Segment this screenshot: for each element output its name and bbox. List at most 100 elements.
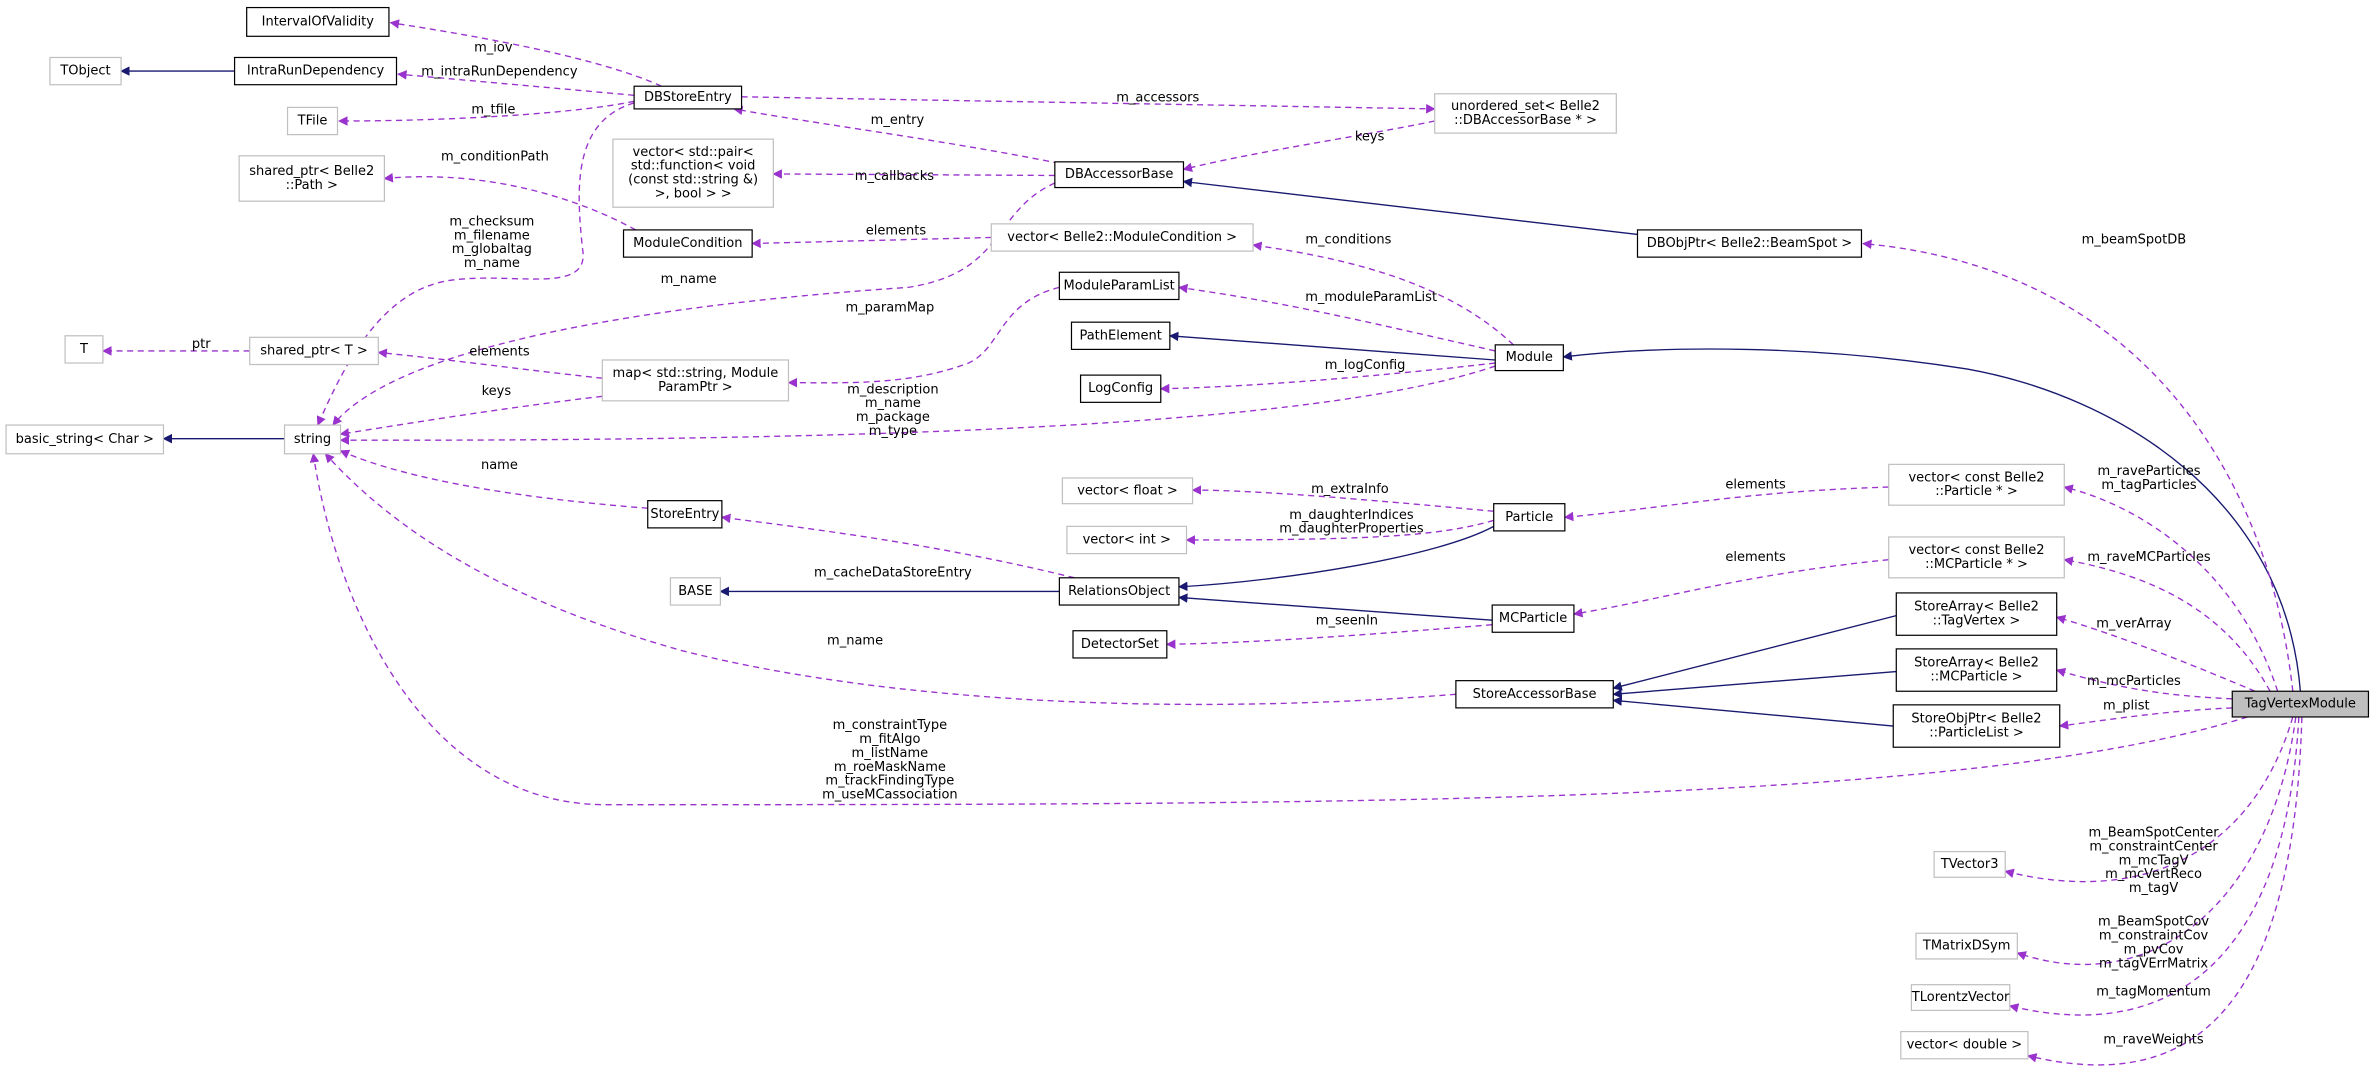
class-node-box <box>1054 161 1185 189</box>
edge-label: m_constraintCov <box>2099 929 2209 944</box>
edge-label: m_logConfig <box>1325 358 1406 373</box>
class-node-label: TFile <box>297 114 328 129</box>
usage-edge-Module-to-String <box>339 365 1496 445</box>
class-node-TObject: TObject <box>49 56 122 86</box>
class-node-TagVertexModule[interactable]: TagVertexModule <box>2231 690 2370 718</box>
usage-edge-DBStoreEntry-to-IntraRunDependency <box>397 70 635 96</box>
class-node-StoreObjPtrParticleList[interactable]: StoreObjPtr< Belle2::ParticleList > <box>1892 704 2061 748</box>
class-node-DBAccessorBase[interactable]: DBAccessorBase <box>1054 161 1185 189</box>
edge-label: ptr <box>192 337 211 352</box>
inheritance-edge-Particle-to-RelationsObject <box>1177 525 1495 592</box>
class-node-IntervalOfValidity[interactable]: IntervalOfValidity <box>246 6 390 37</box>
class-node-label: ModuleParamList <box>1064 278 1175 293</box>
class-node-label: ::MCParticle * > <box>1925 557 2028 572</box>
class-node-box <box>1910 984 2011 1012</box>
class-node-box <box>1915 932 2018 960</box>
class-node-StoreAccessorBase[interactable]: StoreAccessorBase <box>1455 680 1614 709</box>
class-node-label: Particle <box>1505 510 1553 525</box>
class-node-label: ::Path > <box>286 178 338 193</box>
class-node-label: string <box>294 432 331 447</box>
class-node-box <box>286 106 339 136</box>
usage-edge-Particle-to-VectorInt <box>1185 519 1494 545</box>
usage-edge-MCParticle-to-DetectorSet <box>1165 624 1493 649</box>
usage-edge-DBStoreEntry-to-UnorderedSet <box>741 96 1436 114</box>
class-node-label: LogConfig <box>1088 381 1153 396</box>
class-node-box <box>5 424 165 455</box>
edge-label: m_pvCov <box>2124 943 2184 958</box>
class-node-Module[interactable]: Module <box>1494 344 1564 372</box>
edge-label: m_BeamSpotCov <box>2098 915 2209 930</box>
edge-label: m_constraintType <box>833 718 948 733</box>
usage-edge-StoreAccessorBase-to-String <box>324 453 1456 706</box>
edge-label: name <box>481 458 518 473</box>
class-node-label: shared_ptr< Belle2 <box>249 164 374 179</box>
inheritance-edge-StoreArrayMCParticle-to-StoreAccessorBase <box>1612 670 1897 699</box>
usage-edge-TagVertexModule-to-TVector3 <box>2004 716 2294 883</box>
class-node-label: StoreAccessorBase <box>1473 687 1597 702</box>
class-node-ModuleCondition[interactable]: ModuleCondition <box>622 229 753 258</box>
class-node-VectorDouble: vector< double > <box>1900 1030 2029 1060</box>
usage-edge-VectorConstParticle-to-Particle <box>1563 486 1889 522</box>
class-node-box <box>1895 592 2058 636</box>
class-node-box <box>1888 463 2065 506</box>
class-node-DetectorSet[interactable]: DetectorSet <box>1072 630 1168 659</box>
usage-edge-MapModuleParam-to-SharedPtrT <box>377 348 603 379</box>
usage-edge-TagVertexModule-to-TMatrixDSym <box>2016 716 2297 966</box>
class-node-StoreArrayMCParticle[interactable]: StoreArray< Belle2::MCParticle > <box>1895 648 2058 692</box>
class-node-box <box>647 500 723 529</box>
class-node-label: (const std::string &) <box>628 173 758 188</box>
class-node-VectorFloat: vector< float > <box>1061 477 1194 505</box>
class-node-label: DBObjPtr< Belle2::BeamSpot > <box>1647 236 1852 251</box>
class-node-PathElement[interactable]: PathElement <box>1070 321 1171 351</box>
class-node-T: T <box>64 335 104 364</box>
edge-label: elements <box>866 223 927 238</box>
class-node-IntraRunDependency[interactable]: IntraRunDependency <box>233 56 398 86</box>
class-node-TLorentzVector: TLorentzVector <box>1910 984 2011 1012</box>
class-node-label: MCParticle <box>1499 611 1567 626</box>
usage-edge-TagVertexModule-to-TLorentzVector <box>2008 716 2300 1016</box>
class-node-String: string <box>283 424 342 455</box>
class-node-box <box>2231 690 2370 718</box>
class-node-box <box>1636 229 1863 258</box>
class-node-Particle[interactable]: Particle <box>1493 503 1566 532</box>
class-node-TVector3: TVector3 <box>1933 850 2006 878</box>
class-node-box <box>669 577 721 606</box>
class-node-label: unordered_set< Belle2 <box>1451 99 1600 114</box>
usage-edge-TagVertexModule-to-DBObjPtrBeamSpot <box>1862 239 2294 692</box>
class-node-label: std::function< void <box>631 159 756 174</box>
edge-label: m_type <box>869 424 917 439</box>
class-node-MCParticle[interactable]: MCParticle <box>1491 604 1575 633</box>
class-node-label: StoreArray< Belle2 <box>1914 656 2039 671</box>
edges-layer <box>101 19 2303 1066</box>
class-node-box <box>633 85 743 110</box>
class-node-label: BASE <box>678 584 712 599</box>
class-node-ModuleParamList[interactable]: ModuleParamList <box>1058 271 1180 301</box>
class-node-box <box>64 335 104 364</box>
class-node-label: ::Particle * > <box>1935 484 2017 499</box>
edge-label: m_callbacks <box>855 169 934 184</box>
edge-label: m_mcParticles <box>2087 674 2181 689</box>
class-node-DBObjPtrBeamSpot[interactable]: DBObjPtr< Belle2::BeamSpot > <box>1636 229 1863 258</box>
class-node-box <box>1455 680 1614 709</box>
class-node-RelationsObject[interactable]: RelationsObject <box>1058 577 1180 606</box>
inheritance-edge-StoreArrayTagVertex-to-StoreAccessorBase <box>1612 614 1897 691</box>
edge-label: m_tagParticles <box>2101 478 2197 493</box>
inheritance-edge-Module-to-PathElement <box>1168 331 1496 361</box>
class-node-box <box>601 359 790 402</box>
class-node-DBStoreEntry[interactable]: DBStoreEntry <box>633 85 743 110</box>
class-node-VectorConstMCParticle: vector< const Belle2::MCParticle * > <box>1888 536 2065 579</box>
usage-edge-DBStoreEntry-to-TFile <box>338 100 635 126</box>
class-node-label: shared_ptr< T > <box>260 343 368 358</box>
usage-edge-UnorderedSet-to-DBAccessorBase <box>1182 120 1435 172</box>
usage-edge-TagVertexModule-to-VectorConstMCParticle <box>2063 556 2271 692</box>
class-node-StoreEntry[interactable]: StoreEntry <box>647 500 723 529</box>
class-node-label: ::ParticleList > <box>1929 725 2024 740</box>
edge-label: m_constraintCenter <box>2089 839 2218 854</box>
class-node-label: basic_string< Char > <box>16 432 154 447</box>
class-node-SharedPtrT: shared_ptr< T > <box>249 336 379 366</box>
edge-label: elements <box>1725 478 1786 493</box>
edge-label: m_filename <box>454 228 530 243</box>
class-node-box <box>233 56 398 86</box>
class-node-StoreArrayTagVertex[interactable]: StoreArray< Belle2::TagVertex > <box>1895 592 2058 636</box>
class-node-LogConfig[interactable]: LogConfig <box>1079 374 1162 403</box>
